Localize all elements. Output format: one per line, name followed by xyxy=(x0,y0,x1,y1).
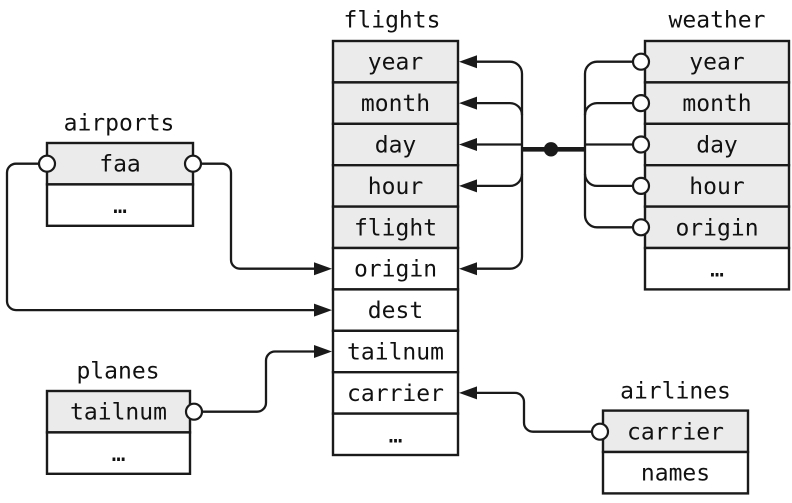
table-row xyxy=(331,412,460,457)
field-label: flight xyxy=(354,215,437,241)
field-label: year xyxy=(689,50,744,76)
field-label: origin xyxy=(675,215,758,241)
field-label: carrier xyxy=(347,381,444,407)
field-label: month xyxy=(361,91,430,117)
table-weather: weather year month day hour origin … xyxy=(643,8,791,291)
table-airports: airports faa … xyxy=(45,111,195,227)
rel-weather-hour-branch xyxy=(583,173,633,188)
field-label: day xyxy=(696,133,738,159)
field-label: hour xyxy=(689,174,744,200)
port-circle-weather-month xyxy=(631,93,651,113)
table-title-flights: flights xyxy=(344,8,441,34)
field-label: … xyxy=(112,441,126,467)
table-title-airports: airports xyxy=(64,111,175,137)
key-ports xyxy=(37,52,651,441)
table-title-weather: weather xyxy=(669,8,766,34)
rel-weather-flights-left-trunk xyxy=(476,60,524,270)
rel-airports-origin xyxy=(201,162,315,270)
arrowhead-flights-day xyxy=(459,138,477,151)
field-label: faa xyxy=(99,152,141,178)
table-row xyxy=(331,205,460,250)
field-label: year xyxy=(368,50,423,76)
relationship-lines xyxy=(5,60,633,433)
table-row xyxy=(643,39,791,84)
table-row xyxy=(601,450,750,495)
table-row xyxy=(331,329,460,374)
field-label: dest xyxy=(368,298,423,324)
rel-planes-tailnum xyxy=(202,350,315,413)
arrowhead-flights-carrier xyxy=(459,386,477,400)
arrowhead-flights-year xyxy=(459,55,477,69)
field-label: … xyxy=(113,193,127,219)
port-circle-weather-origin xyxy=(631,218,651,237)
field-label: names xyxy=(641,461,710,487)
rel-airports-dest xyxy=(5,162,315,312)
table-row xyxy=(643,246,791,291)
junction-dot xyxy=(543,142,559,157)
table-row xyxy=(331,246,460,291)
field-label: origin xyxy=(354,257,437,283)
port-circle-weather-hour xyxy=(631,176,651,195)
field-label: carrier xyxy=(627,419,724,445)
port-circle-weather-year xyxy=(631,52,651,71)
table-row xyxy=(643,205,791,250)
table-row xyxy=(45,431,192,475)
rel-weather-month-branch xyxy=(583,101,633,116)
port-circle-planes-tailnum xyxy=(184,402,204,421)
arrowhead-flights-origin-right xyxy=(459,262,477,276)
table-title-airlines: airlines xyxy=(620,379,731,405)
port-circle-airports-faa-left xyxy=(37,154,57,173)
rel-airlines-carrier xyxy=(476,391,592,433)
table-flights: flights year month day hour flight origi… xyxy=(331,8,460,457)
field-label: … xyxy=(710,257,724,283)
arrowheads xyxy=(314,55,477,400)
table-row xyxy=(643,81,791,126)
table-title-planes: planes xyxy=(76,359,159,385)
field-label: … xyxy=(389,422,403,448)
port-circle-airports-faa-right xyxy=(183,154,203,173)
arrowhead-flights-month xyxy=(459,96,477,110)
field-label: month xyxy=(682,91,751,117)
arrowhead-flights-dest xyxy=(314,303,332,317)
arrowhead-flights-origin-left xyxy=(314,262,332,276)
table-row xyxy=(331,163,460,208)
table-row xyxy=(45,183,195,227)
table-planes: planes tailnum … xyxy=(45,359,192,475)
port-circle-airlines-carrier xyxy=(590,422,610,441)
rel-weather-flights-hour-branch xyxy=(476,173,524,188)
field-label: day xyxy=(375,133,417,159)
field-label: tailnum xyxy=(70,400,167,426)
port-circle-weather-day xyxy=(631,135,651,154)
arrowhead-flights-hour xyxy=(459,179,477,193)
field-label: tailnum xyxy=(347,340,444,366)
table-airlines: airlines carrier names xyxy=(601,379,750,495)
table-row xyxy=(45,389,192,434)
field-label: hour xyxy=(368,174,423,200)
arrowhead-flights-tailnum xyxy=(314,345,332,358)
table-row xyxy=(331,371,460,415)
table-row xyxy=(643,163,791,208)
rel-weather-flights-month-branch xyxy=(476,101,524,116)
